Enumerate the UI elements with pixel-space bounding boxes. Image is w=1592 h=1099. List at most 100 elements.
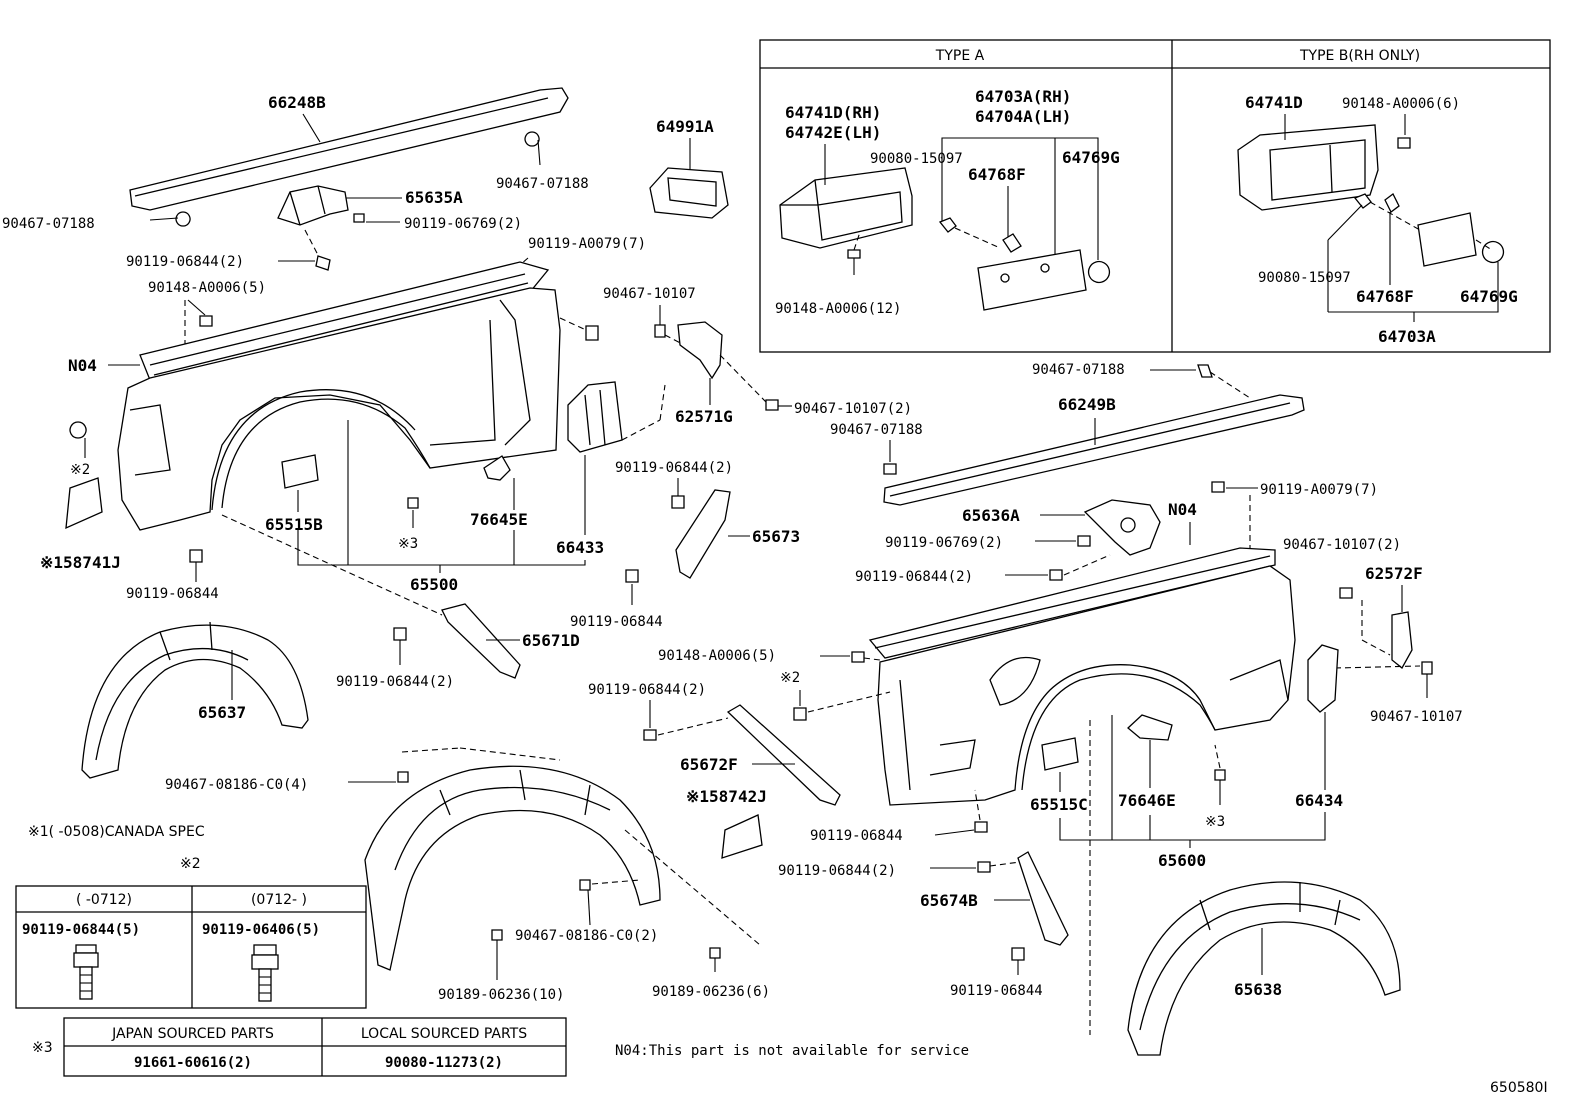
label-65672f: 65672F <box>680 755 738 774</box>
bolt-table: ( -0712) (0712- ) 90119-06844(5) 90119-0… <box>15 885 367 1009</box>
label-62572f: 62572F <box>1365 564 1423 583</box>
label-64704a-lh: 64704A(LH) <box>975 107 1071 126</box>
label-90119-06769-2-l: 90119-06769(2) <box>404 216 522 232</box>
note2-right: ※2 <box>780 670 800 686</box>
label-64769g-a: 64769G <box>1062 148 1120 167</box>
stay-65674b <box>1017 851 1069 946</box>
note2-left: ※2 <box>70 462 90 478</box>
label-158741j: ※158741J <box>40 553 121 572</box>
label-66249b: 66249B <box>1058 395 1116 414</box>
pad-65515b <box>281 454 319 489</box>
label-90119-06844-r3: 90119-06844 <box>810 828 903 844</box>
brace-62571g <box>677 321 723 380</box>
label-90467-10107-l: 90467-10107 <box>603 286 696 302</box>
stay-65671d <box>441 603 521 679</box>
label-90467-10107-2-l: 90467-10107(2) <box>794 401 912 417</box>
pad-65515c <box>1041 737 1079 771</box>
label-62571g: 62571G <box>675 407 733 426</box>
bolt-table-col2-header: (0712- ) <box>251 892 307 908</box>
source-table-v2: 90080-11273(2) <box>385 1055 503 1071</box>
label-90189-06236-10: 90189-06236(10) <box>438 987 564 1003</box>
liner-65638 <box>1127 881 1401 1056</box>
label-90467-10107-2-r: 90467-10107(2) <box>1283 537 1401 553</box>
box-64991a <box>649 167 729 219</box>
bed-side-panel-left <box>117 261 561 531</box>
brace-62572f <box>1391 611 1413 669</box>
label-90148-a0006-5-l: 90148-A0006(5) <box>148 280 266 296</box>
type-b-header: TYPE B(RH ONLY) <box>1299 48 1420 64</box>
label-90119-06844-2-r4: 90119-06844(2) <box>778 863 896 879</box>
label-64768f-b: 64768F <box>1356 287 1414 306</box>
type-a-cover-plate <box>938 217 1111 311</box>
label-90467-10107-r: 90467-10107 <box>1370 709 1463 725</box>
source-table-h2: LOCAL SOURCED PARTS <box>361 1026 527 1042</box>
label-90080-15097-a: 90080-15097 <box>870 151 963 167</box>
liner-center <box>364 765 661 971</box>
label-65637: 65637 <box>198 703 246 722</box>
type-table: TYPE A TYPE B(RH ONLY) <box>759 39 1551 353</box>
type-a-bezel <box>779 167 913 249</box>
label-65515c: 65515C <box>1030 795 1088 814</box>
note2-mark: ※2 <box>180 856 201 872</box>
label-76646e: 76646E <box>1118 791 1176 810</box>
label-90467-07188-l2: 90467-07188 <box>2 216 95 232</box>
bolt-icon-2 <box>251 944 279 1002</box>
bracket-65636a <box>1083 499 1161 556</box>
label-66434: 66434 <box>1295 791 1343 810</box>
label-65635a: 65635A <box>405 188 463 207</box>
bolt-table-col1-header: ( -0712) <box>76 892 132 908</box>
note3-left: ※3 <box>398 536 418 552</box>
label-90467-08186-c0-2: 90467-08186-C0(2) <box>515 928 658 944</box>
label-64769g-b: 64769G <box>1460 287 1518 306</box>
bolt-icon-1 <box>73 944 99 1000</box>
label-90119-06844-2-l2: 90119-06844(2) <box>615 460 733 476</box>
label-64741d-b: 64741D <box>1245 93 1303 112</box>
label-n04-right: N04 <box>1168 500 1197 519</box>
label-90189-06236-6: 90189-06236(6) <box>652 984 770 1000</box>
label-158742j: ※158742J <box>686 787 767 806</box>
type-a-header: TYPE A <box>935 48 985 64</box>
label-65500: 65500 <box>410 575 458 594</box>
label-90148-a0006-12: 90148-A0006(12) <box>775 301 901 317</box>
label-90119-06844-2-r2: 90119-06844(2) <box>588 682 706 698</box>
label-90119-a0079-7-l: 90119-A0079(7) <box>528 236 646 252</box>
label-65515b: 65515B <box>265 515 323 534</box>
liner-65637 <box>81 621 309 779</box>
rail-cap-left <box>129 87 569 211</box>
label-64703a-rh: 64703A(RH) <box>975 87 1071 106</box>
bracket-76645e <box>483 455 511 481</box>
image-code: 650580I <box>1490 1080 1548 1096</box>
label-n04-left: N04 <box>68 356 97 375</box>
bracket-76646e <box>1127 714 1173 741</box>
note-n04: N04:This part is not available for servi… <box>615 1043 969 1059</box>
panel-66433 <box>567 381 623 453</box>
stay-65672f <box>726 704 841 806</box>
label-90119-06844-l3: 90119-06844 <box>570 614 663 630</box>
label-66433: 66433 <box>556 538 604 557</box>
label-90119-a0079-7-r: 90119-A0079(7) <box>1260 482 1378 498</box>
bolt-table-col1-part: 90119-06844(5) <box>22 922 140 938</box>
rail-cap-right <box>883 394 1305 506</box>
label-76645e: 76645E <box>470 510 528 529</box>
label-64991a: 64991A <box>656 117 714 136</box>
label-90119-06769-2-r: 90119-06769(2) <box>885 535 1003 551</box>
label-64703a-b: 64703A <box>1378 327 1436 346</box>
type-b-cover <box>1353 193 1505 267</box>
label-90148-a0006-5-r: 90148-A0006(5) <box>658 648 776 664</box>
stay-65673 <box>675 489 731 579</box>
label-90119-06844-2-l1: 90119-06844(2) <box>126 254 244 270</box>
label-90467-07188-l1: 90467-07188 <box>496 176 589 192</box>
panel-66434 <box>1307 644 1339 713</box>
label-90119-06844-r5: 90119-06844 <box>950 983 1043 999</box>
label-65636a: 65636A <box>962 506 1020 525</box>
label-66248b: 66248B <box>268 93 326 112</box>
label-90467-08186-c0-4: 90467-08186-C0(4) <box>165 777 308 793</box>
bolt-table-col2-part: 90119-06406(5) <box>202 922 320 938</box>
label-90080-15097-b: 90080-15097 <box>1258 270 1351 286</box>
bracket-65635a <box>277 185 349 226</box>
type-b-bezel <box>1237 124 1379 211</box>
label-90119-06844-2-r1: 90119-06844(2) <box>855 569 973 585</box>
source-table-h1: JAPAN SOURCED PARTS <box>111 1026 274 1042</box>
label-64742e-lh: 64742E(LH) <box>785 123 881 142</box>
